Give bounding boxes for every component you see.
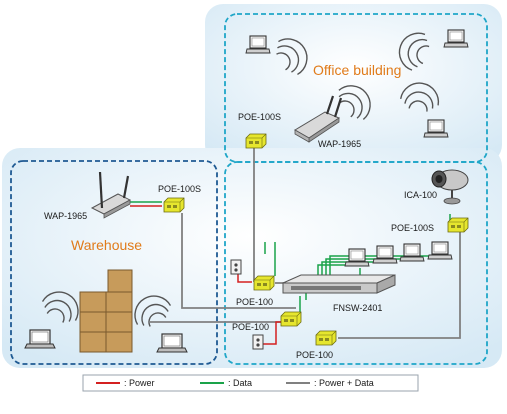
ip-camera-icon [431,169,469,205]
wap-warehouse-label: WAP-1965 [44,211,87,221]
lower-zone-fill [2,148,502,368]
switch-label: FNSW-2401 [333,303,382,313]
poe100-b-injector [280,311,302,327]
office-pc-2 [443,29,469,48]
poe100s-office-label: POE-100S [238,112,281,122]
office-building-label: Office building [313,62,401,78]
legend-power-data-label: : Power + Data [314,378,374,388]
poe100-c-label: POE-100 [296,350,333,360]
power-outlet-icon [252,334,264,350]
poe100-a-injector [253,275,275,291]
legend-power-label: : Power [124,378,155,388]
poe100s-warehouse-injector [163,197,185,213]
power-data-cables [150,148,461,339]
boxes-icon [79,269,133,353]
wap-office-icon [294,95,343,143]
poe100-a-label: POE-100 [236,297,273,307]
power-outlet-icon [230,259,242,275]
wap-warehouse-icon [90,171,132,219]
poe100s-camera-label: POE-100S [391,223,434,233]
warehouse-zone [10,160,218,365]
pc-icon [344,248,370,267]
poe100s-camera-injector [447,217,469,233]
switch-icon [282,274,396,294]
laptop-icon [156,333,188,353]
office-pc-3 [423,119,449,138]
pc-icon [372,245,398,264]
poe100-c-injector [315,330,337,346]
ica-label: ICA-100 [404,190,437,200]
poe100s-warehouse-label: POE-100S [158,184,201,194]
office-pc-1 [245,35,271,54]
warehouse-label: Warehouse [71,237,142,253]
poe100-b-label: POE-100 [232,322,269,332]
office-zone-bottom [224,161,488,365]
laptop-icon [24,329,56,349]
wap-office-label: WAP-1965 [318,139,361,149]
legend: : Power : Data : Power + Data [82,374,419,392]
pc-icon [427,241,453,260]
pc-icon [399,243,425,262]
poe100s-office-injector [245,133,267,149]
legend-data-label: : Data [228,378,252,388]
